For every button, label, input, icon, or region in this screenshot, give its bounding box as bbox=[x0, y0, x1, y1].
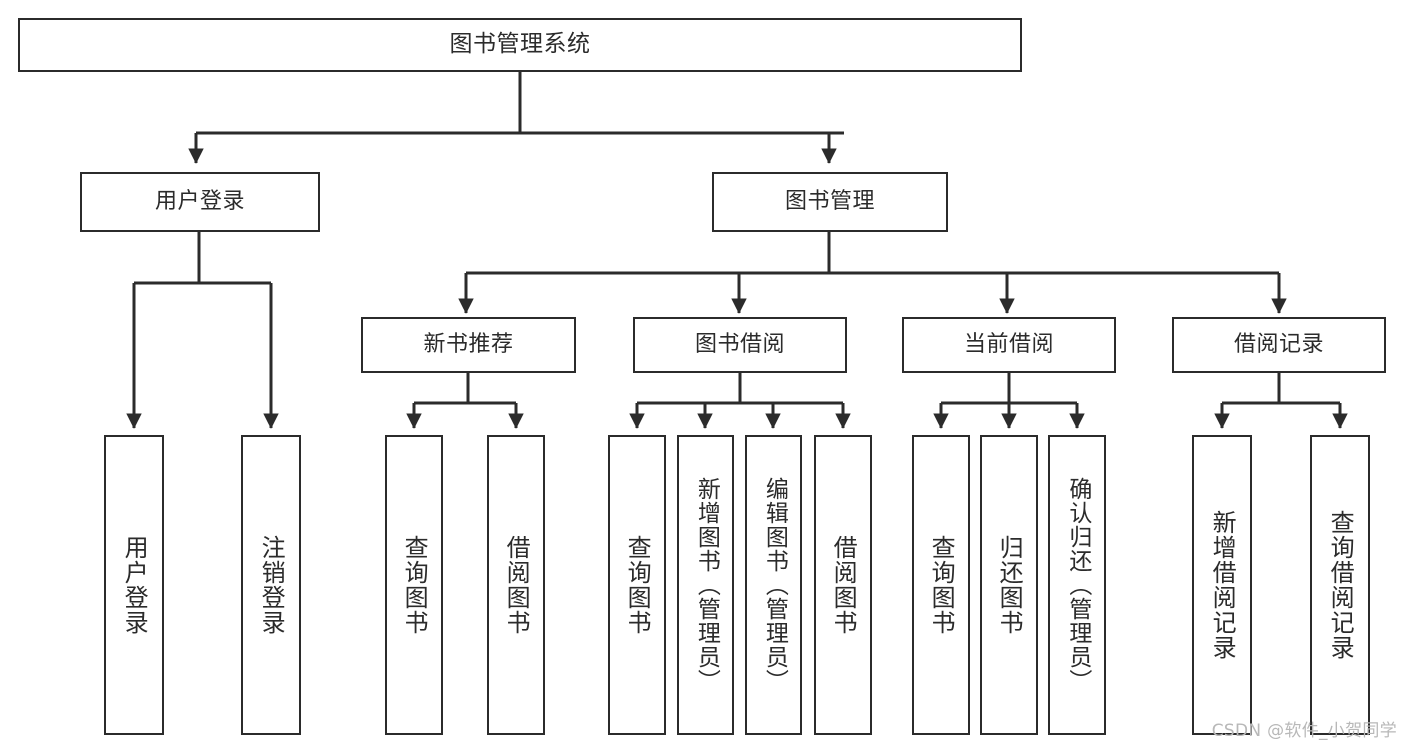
node-book-borrow[interactable]: 图书借阅 bbox=[633, 317, 847, 373]
node-leaf-borrow-book[interactable]: 借阅图书 bbox=[814, 435, 872, 735]
node-leaf-edit-book-admin[interactable]: 编辑图书（管理员） bbox=[745, 435, 802, 735]
node-root-book-management-system[interactable]: 图书管理系统 bbox=[18, 18, 1022, 72]
node-leaf-add-borrow-record[interactable]: 新增借阅记录 bbox=[1192, 435, 1252, 735]
node-label: 借阅图书 bbox=[502, 535, 531, 635]
node-new-book-recommend[interactable]: 新书推荐 bbox=[361, 317, 576, 373]
node-leaf-confirm-return-admin[interactable]: 确认归还（管理员） bbox=[1048, 435, 1106, 735]
node-label: 新书推荐 bbox=[423, 331, 514, 357]
node-leaf-borrow-book-recommend[interactable]: 借阅图书 bbox=[487, 435, 545, 735]
node-leaf-query-book-recommend[interactable]: 查询图书 bbox=[385, 435, 443, 735]
node-user-login[interactable]: 用户登录 bbox=[80, 172, 320, 232]
node-label: 用户登录 bbox=[120, 535, 149, 635]
node-label: 图书管理 bbox=[784, 188, 875, 214]
node-leaf-query-book-borrow[interactable]: 查询图书 bbox=[608, 435, 666, 735]
node-label: 查询图书 bbox=[927, 535, 956, 635]
node-leaf-add-book-admin[interactable]: 新增图书（管理员） bbox=[677, 435, 734, 735]
node-label: 借阅记录 bbox=[1233, 331, 1324, 357]
node-label: 新增图书（管理员） bbox=[693, 477, 720, 693]
node-leaf-user-login[interactable]: 用户登录 bbox=[104, 435, 164, 735]
node-label: 确认归还（管理员） bbox=[1064, 477, 1091, 693]
node-leaf-logout-login[interactable]: 注销登录 bbox=[241, 435, 301, 735]
node-label: 图书管理系统 bbox=[449, 31, 591, 58]
node-label: 当前借阅 bbox=[963, 331, 1054, 357]
node-leaf-return-book[interactable]: 归还图书 bbox=[980, 435, 1038, 735]
node-label: 查询图书 bbox=[623, 535, 652, 635]
node-label: 查询图书 bbox=[400, 535, 429, 635]
node-label: 注销登录 bbox=[257, 535, 286, 635]
node-current-borrow[interactable]: 当前借阅 bbox=[902, 317, 1116, 373]
node-label: 借阅图书 bbox=[829, 535, 858, 635]
node-borrow-record[interactable]: 借阅记录 bbox=[1172, 317, 1386, 373]
node-label: 用户登录 bbox=[154, 188, 245, 214]
node-label: 新增借阅记录 bbox=[1208, 510, 1237, 660]
node-leaf-query-borrow-record[interactable]: 查询借阅记录 bbox=[1310, 435, 1370, 735]
node-label: 归还图书 bbox=[995, 535, 1024, 635]
node-label: 查询借阅记录 bbox=[1326, 510, 1355, 660]
node-label: 图书借阅 bbox=[694, 331, 785, 357]
node-label: 编辑图书（管理员） bbox=[761, 477, 788, 693]
node-book-management[interactable]: 图书管理 bbox=[712, 172, 948, 232]
node-leaf-query-book-current[interactable]: 查询图书 bbox=[912, 435, 970, 735]
